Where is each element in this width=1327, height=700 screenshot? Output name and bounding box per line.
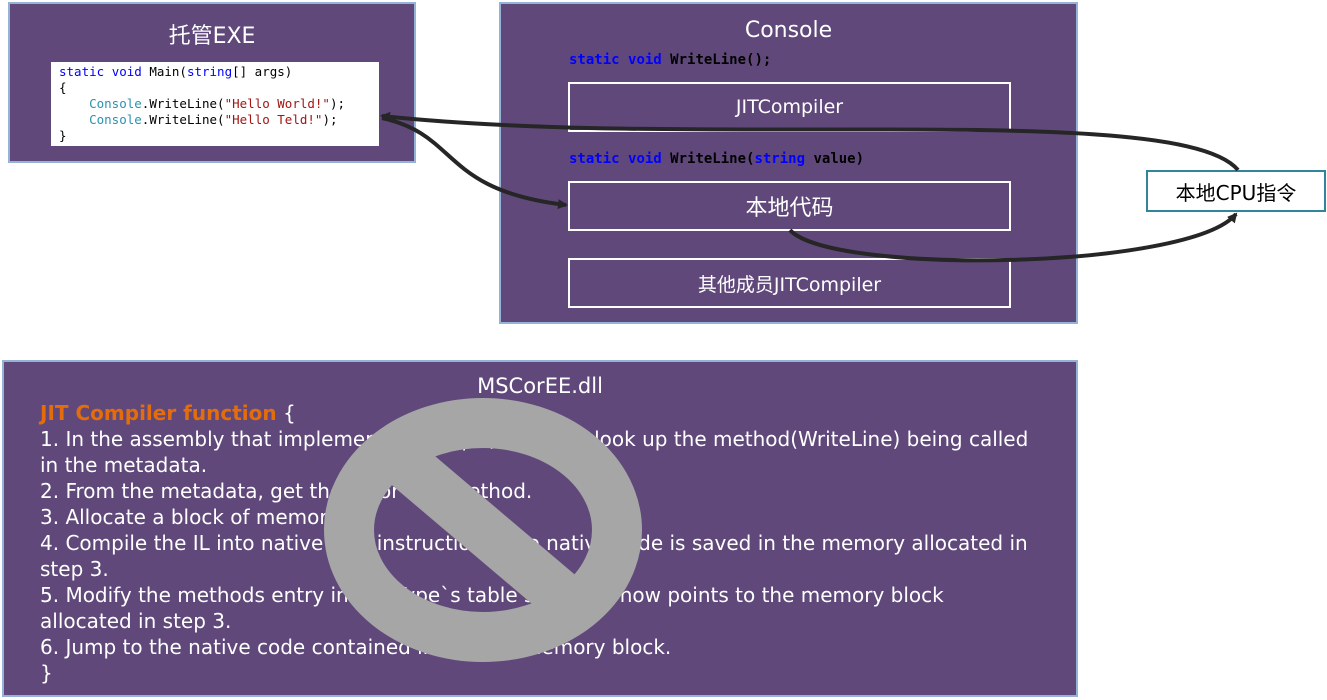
managed-exe-panel: 托管EXE static void Main(string[] args) { … [8,2,416,163]
code-line-call-1: Console.WriteLine("Hello World!"); [89,96,346,111]
console-panel: Console static void WriteLine(); JITComp… [499,2,1078,324]
native-code-box: 本地代码 [568,181,1011,231]
managed-exe-title: 托管EXE [168,24,256,49]
writeline-signature-2: static void WriteLine(string value) [569,151,865,167]
jit-step-3: 3. Allocate a block of memory. [40,505,343,529]
native-cpu-instructions-callout: 本地CPU指令 [1146,170,1326,212]
jit-step-2: 2. From the metadata, get the IL for thi… [40,479,533,503]
jit-step-5: 5. Modify the methods entry in the Type`… [40,583,944,633]
jit-close-brace: } [40,661,53,685]
jit-step-4: 4. Compile the IL into native CPU instru… [40,531,1028,581]
jit-step-1: 1. In the assembly that implements the t… [40,427,1029,477]
jit-step-6: 6. Jump to the native code contained ins… [40,635,672,659]
mscoree-panel: MSCorEE.dll JIT Compiler function { 1. I… [2,360,1078,697]
console-title: Console [744,18,833,43]
mscoree-title: MSCorEE.dll [477,374,603,398]
code-open-brace: { [59,80,67,95]
jit-steps: JIT Compiler function { 1. In the assemb… [40,400,1040,686]
code-line-call-2: Console.WriteLine("Hello Teld!"); [89,112,338,127]
jit-function-heading: JIT Compiler function { [40,401,296,425]
main-method-code: static void Main(string[] args) { Consol… [51,62,379,146]
code-close-brace: } [59,128,67,143]
jit-compiler-box: JITCompiler [568,82,1011,132]
other-members-box: 其他成员JITCompiler [568,258,1011,308]
writeline-signature-1: static void WriteLine(); [569,52,772,68]
code-line-main: static void Main(string[] args) [59,64,293,79]
